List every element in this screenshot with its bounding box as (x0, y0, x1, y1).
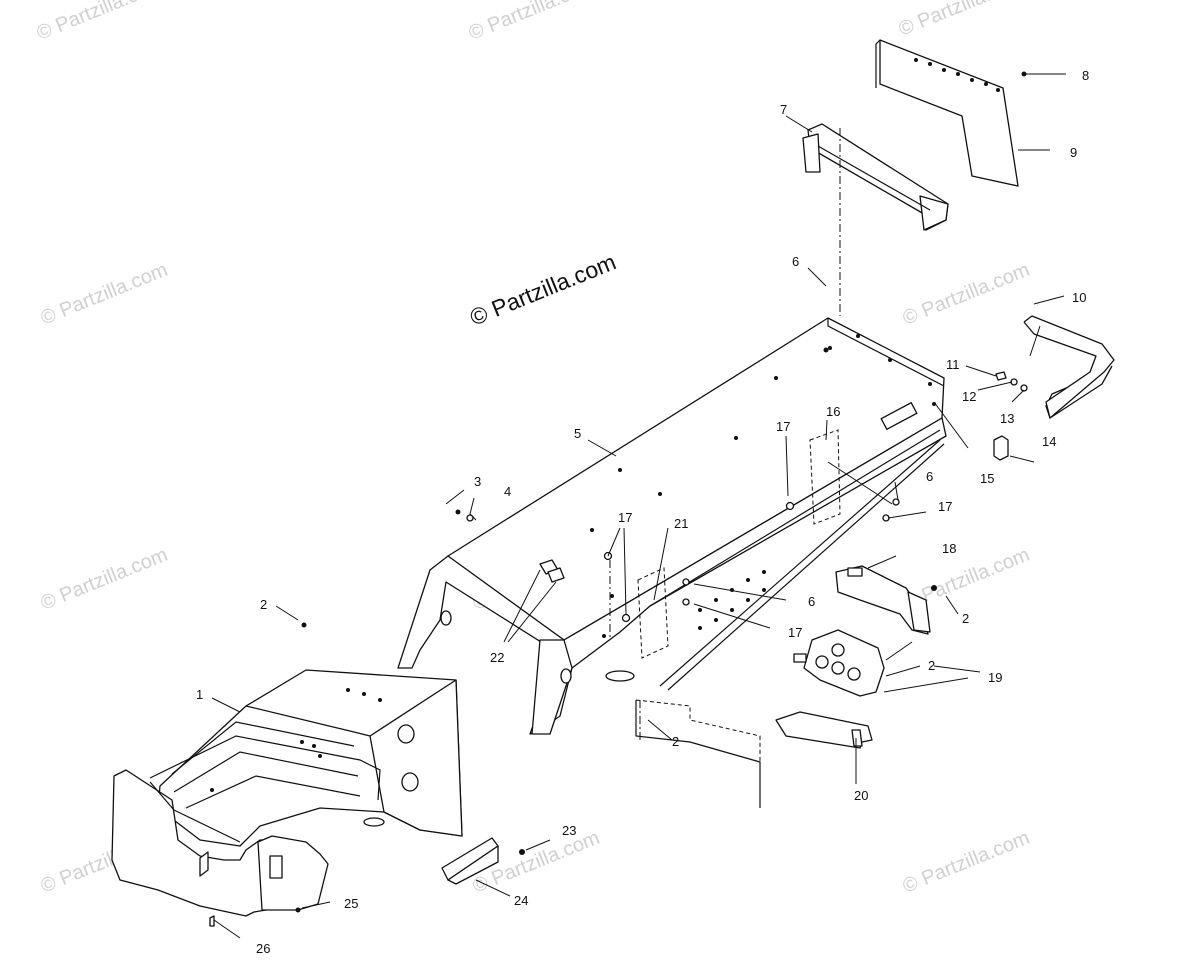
part-bolt (995, 371, 1007, 381)
watermark-tile: © Partzilla.com (896, 0, 1029, 41)
callout-7: 7 (780, 102, 787, 117)
callout-2: 2 (962, 611, 969, 626)
part-rear-plate (635, 699, 761, 808)
part-plate-21 (637, 567, 669, 659)
callout-4: 4 (504, 484, 511, 499)
fasteners (295, 498, 937, 913)
callout-17: 17 (938, 499, 952, 514)
callout-22: 22 (490, 650, 504, 665)
part-bracket-18 (835, 565, 931, 635)
callout-2: 2 (672, 734, 679, 749)
part-plate-16 (809, 429, 841, 525)
callout-11: 11 (946, 357, 960, 372)
callout-23: 23 (562, 823, 576, 838)
watermark-tile: © Partzilla.com (900, 827, 1033, 898)
callout-25: 25 (344, 896, 358, 911)
callout-15: 15 (980, 471, 994, 486)
part-bumper-cap (993, 435, 1009, 461)
part-flap (875, 39, 1027, 187)
callout-6: 6 (808, 594, 815, 609)
callout-2: 2 (260, 597, 267, 612)
part-tunnel (397, 317, 947, 735)
callout-9: 9 (1070, 145, 1077, 160)
callout-26: 26 (256, 941, 270, 956)
callout-18: 18 (942, 541, 956, 556)
callout-12: 12 (962, 389, 976, 404)
callout-17: 17 (776, 419, 790, 434)
callout-6: 6 (792, 254, 799, 269)
callout-17: 17 (618, 510, 632, 525)
callout-19: 19 (988, 670, 1002, 685)
part-bracket-20 (775, 711, 873, 749)
watermark-tile: © Partzilla.com (38, 259, 171, 330)
part-flap-bracket (802, 123, 949, 231)
part-front-frame (111, 669, 463, 927)
leader-lines (211, 73, 1066, 939)
callout-2: 2 (928, 658, 935, 673)
callout-24: 24 (514, 893, 528, 908)
watermark-tile: © Partzilla.com (466, 0, 599, 45)
callout-10: 10 (1072, 290, 1086, 305)
callout-14: 14 (1042, 434, 1056, 449)
callout-5: 5 (574, 426, 581, 441)
watermark-main: © Partzilla.com (466, 248, 619, 330)
callout-20: 20 (854, 788, 868, 803)
callout-21: 21 (674, 516, 688, 531)
watermark-tile: © Partzilla.com (34, 0, 167, 45)
part-angle-bracket (441, 837, 499, 885)
part-bumper (1023, 315, 1115, 419)
callout-6: 6 (926, 469, 933, 484)
callout-1: 1 (196, 687, 203, 702)
callout-3: 3 (474, 474, 481, 489)
callout-13: 13 (1000, 411, 1014, 426)
watermark-tile: © Partzilla.com (38, 544, 171, 615)
callout-17: 17 (788, 625, 802, 640)
callout-8: 8 (1082, 68, 1089, 83)
part-nut (1020, 384, 1028, 392)
callout-labels: 1 2 2 2 2 2 3 4 5 6 6 6 7 8 9 10 11 12 1… (196, 68, 1089, 956)
callout-16: 16 (826, 404, 840, 419)
part-bracket-19 (793, 629, 885, 697)
watermark-tile: © Partzilla.com (900, 259, 1033, 330)
